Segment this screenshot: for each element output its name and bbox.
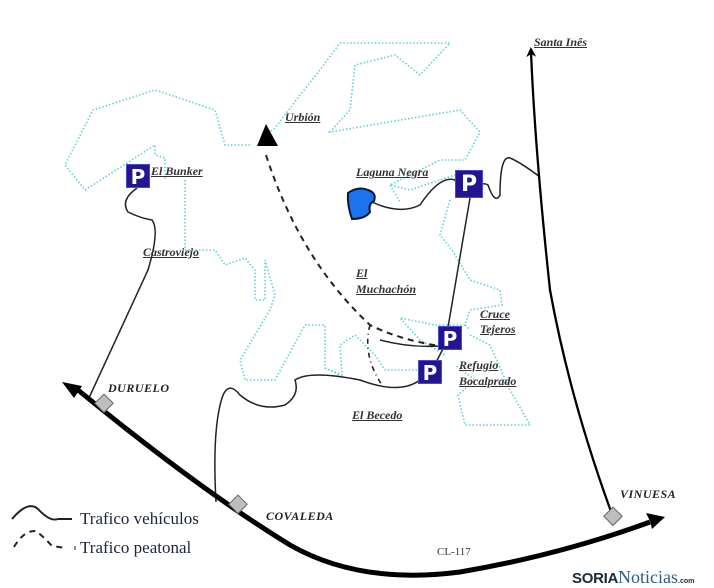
label-urbion: Urbión bbox=[285, 110, 321, 124]
label-el-becedo: El Becedo bbox=[352, 408, 403, 422]
label-castroviejo: Castroviejo bbox=[143, 245, 199, 259]
label-refugio-2: Bocalprado bbox=[459, 374, 517, 388]
watermark-noticias: Noticias bbox=[618, 567, 679, 587]
legend-pedestrian-line-icon bbox=[13, 529, 67, 549]
town-marker-duruelo bbox=[94, 393, 114, 414]
label-cruce-2: Tejeros bbox=[480, 322, 516, 336]
arrow-west-icon bbox=[62, 382, 82, 398]
parking-icon-laguna-negra: P bbox=[455, 170, 483, 198]
pedestrian-trail-branch bbox=[366, 324, 383, 386]
label-el-muchachon-2: Muchachón bbox=[356, 282, 417, 296]
legend-vehicle-label: Trafico vehículos bbox=[80, 509, 199, 528]
parking-icon-el-bunker: P bbox=[126, 164, 150, 189]
label-refugio-1: Refugio bbox=[459, 358, 499, 372]
road-cl-117 bbox=[76, 388, 651, 578]
label-cruce-1: Cruce bbox=[480, 307, 510, 321]
watermark-logo: SORIANoticias.com bbox=[572, 567, 694, 588]
label-el-bunker: El Bunker bbox=[151, 164, 203, 178]
town-marker-covaleda bbox=[228, 494, 248, 515]
label-santa-ines: Santa Inês bbox=[534, 35, 588, 49]
label-el-muchachon-1: El bbox=[356, 266, 368, 280]
lake-icon bbox=[346, 187, 376, 221]
watermark-soria: SORIA bbox=[572, 570, 619, 587]
parking-icon-cruce-tejeros: P bbox=[438, 326, 462, 351]
road-label-cl117: CL-117 bbox=[437, 546, 471, 558]
road-santa-ines bbox=[526, 47, 615, 518]
protected-area-boundary bbox=[64, 42, 532, 426]
town-duruelo: DURUELO bbox=[108, 381, 170, 395]
legend-pedestrian-label: Trafico peatonal bbox=[80, 538, 192, 557]
town-covaleda: COVALEDA bbox=[266, 509, 334, 523]
watermark-com: .com bbox=[678, 578, 695, 585]
town-marker-vinuesa bbox=[603, 506, 623, 527]
legend-vehicle-line-icon bbox=[11, 505, 72, 521]
arrow-east-icon bbox=[646, 513, 665, 529]
parking-icon-refugio: P bbox=[418, 360, 442, 385]
pedestrian-trail bbox=[265, 154, 441, 347]
peak-icon bbox=[257, 124, 278, 146]
label-laguna-negra: Laguna Negra bbox=[356, 165, 429, 179]
town-vinuesa: VINUESA bbox=[620, 487, 677, 501]
